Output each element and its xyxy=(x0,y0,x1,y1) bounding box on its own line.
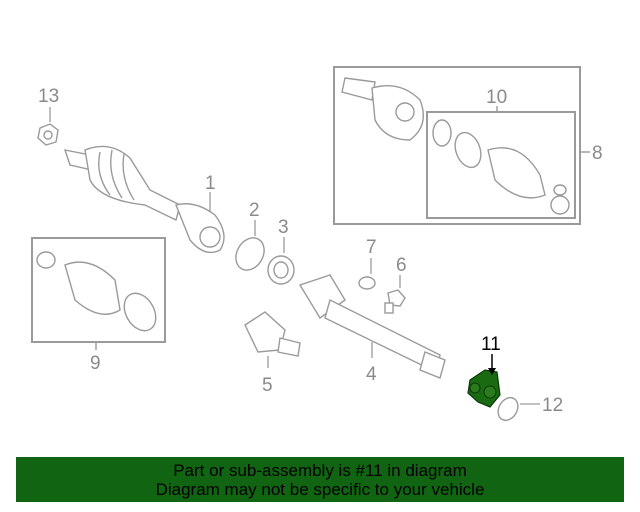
part-5-inner-joint[interactable] xyxy=(244,311,301,357)
callout-5[interactable]: 5 xyxy=(262,375,273,396)
part-4-intermediate-shaft[interactable] xyxy=(298,274,446,379)
part-9-boot-kit[interactable] xyxy=(36,251,162,336)
callout-6[interactable]: 6 xyxy=(396,255,407,276)
callout-8[interactable]: 8 xyxy=(592,143,603,164)
banner-line-2: Diagram may not be specific to your vehi… xyxy=(155,480,485,499)
banner-line-1: Part or sub-assembly is #11 in diagram xyxy=(173,461,467,480)
part-12-ring[interactable] xyxy=(494,394,522,424)
part-10-outer-joint[interactable] xyxy=(341,77,424,141)
callout-7[interactable]: 7 xyxy=(366,237,377,258)
part-7-o-ring[interactable] xyxy=(358,276,376,290)
callout-3[interactable]: 3 xyxy=(278,217,289,238)
part-13-nut[interactable] xyxy=(37,123,59,146)
callout-11[interactable]: 11 xyxy=(481,334,501,355)
callout-10[interactable]: 10 xyxy=(486,87,507,108)
part-3-seal[interactable] xyxy=(267,255,295,285)
callout-1[interactable]: 1 xyxy=(205,173,216,194)
axle-shaft-assembly[interactable] xyxy=(63,145,225,254)
part-box-10-8 xyxy=(333,66,581,225)
callout-13[interactable]: 13 xyxy=(38,86,59,107)
callout-9[interactable]: 9 xyxy=(90,353,101,374)
part-11-tripod-joint[interactable] xyxy=(467,369,501,408)
callout-4[interactable]: 4 xyxy=(366,364,377,385)
diagram-notice-banner: Part or sub-assembly is #11 in diagram D… xyxy=(16,457,624,502)
part-6-bolt[interactable] xyxy=(384,289,406,314)
part-2-ring[interactable] xyxy=(230,233,270,275)
callout-2[interactable]: 2 xyxy=(249,200,260,221)
callout-12[interactable]: 12 xyxy=(542,395,563,416)
part-8-boot-kit[interactable] xyxy=(432,119,570,215)
part-box-9 xyxy=(31,237,166,343)
part-box-8 xyxy=(426,111,576,219)
